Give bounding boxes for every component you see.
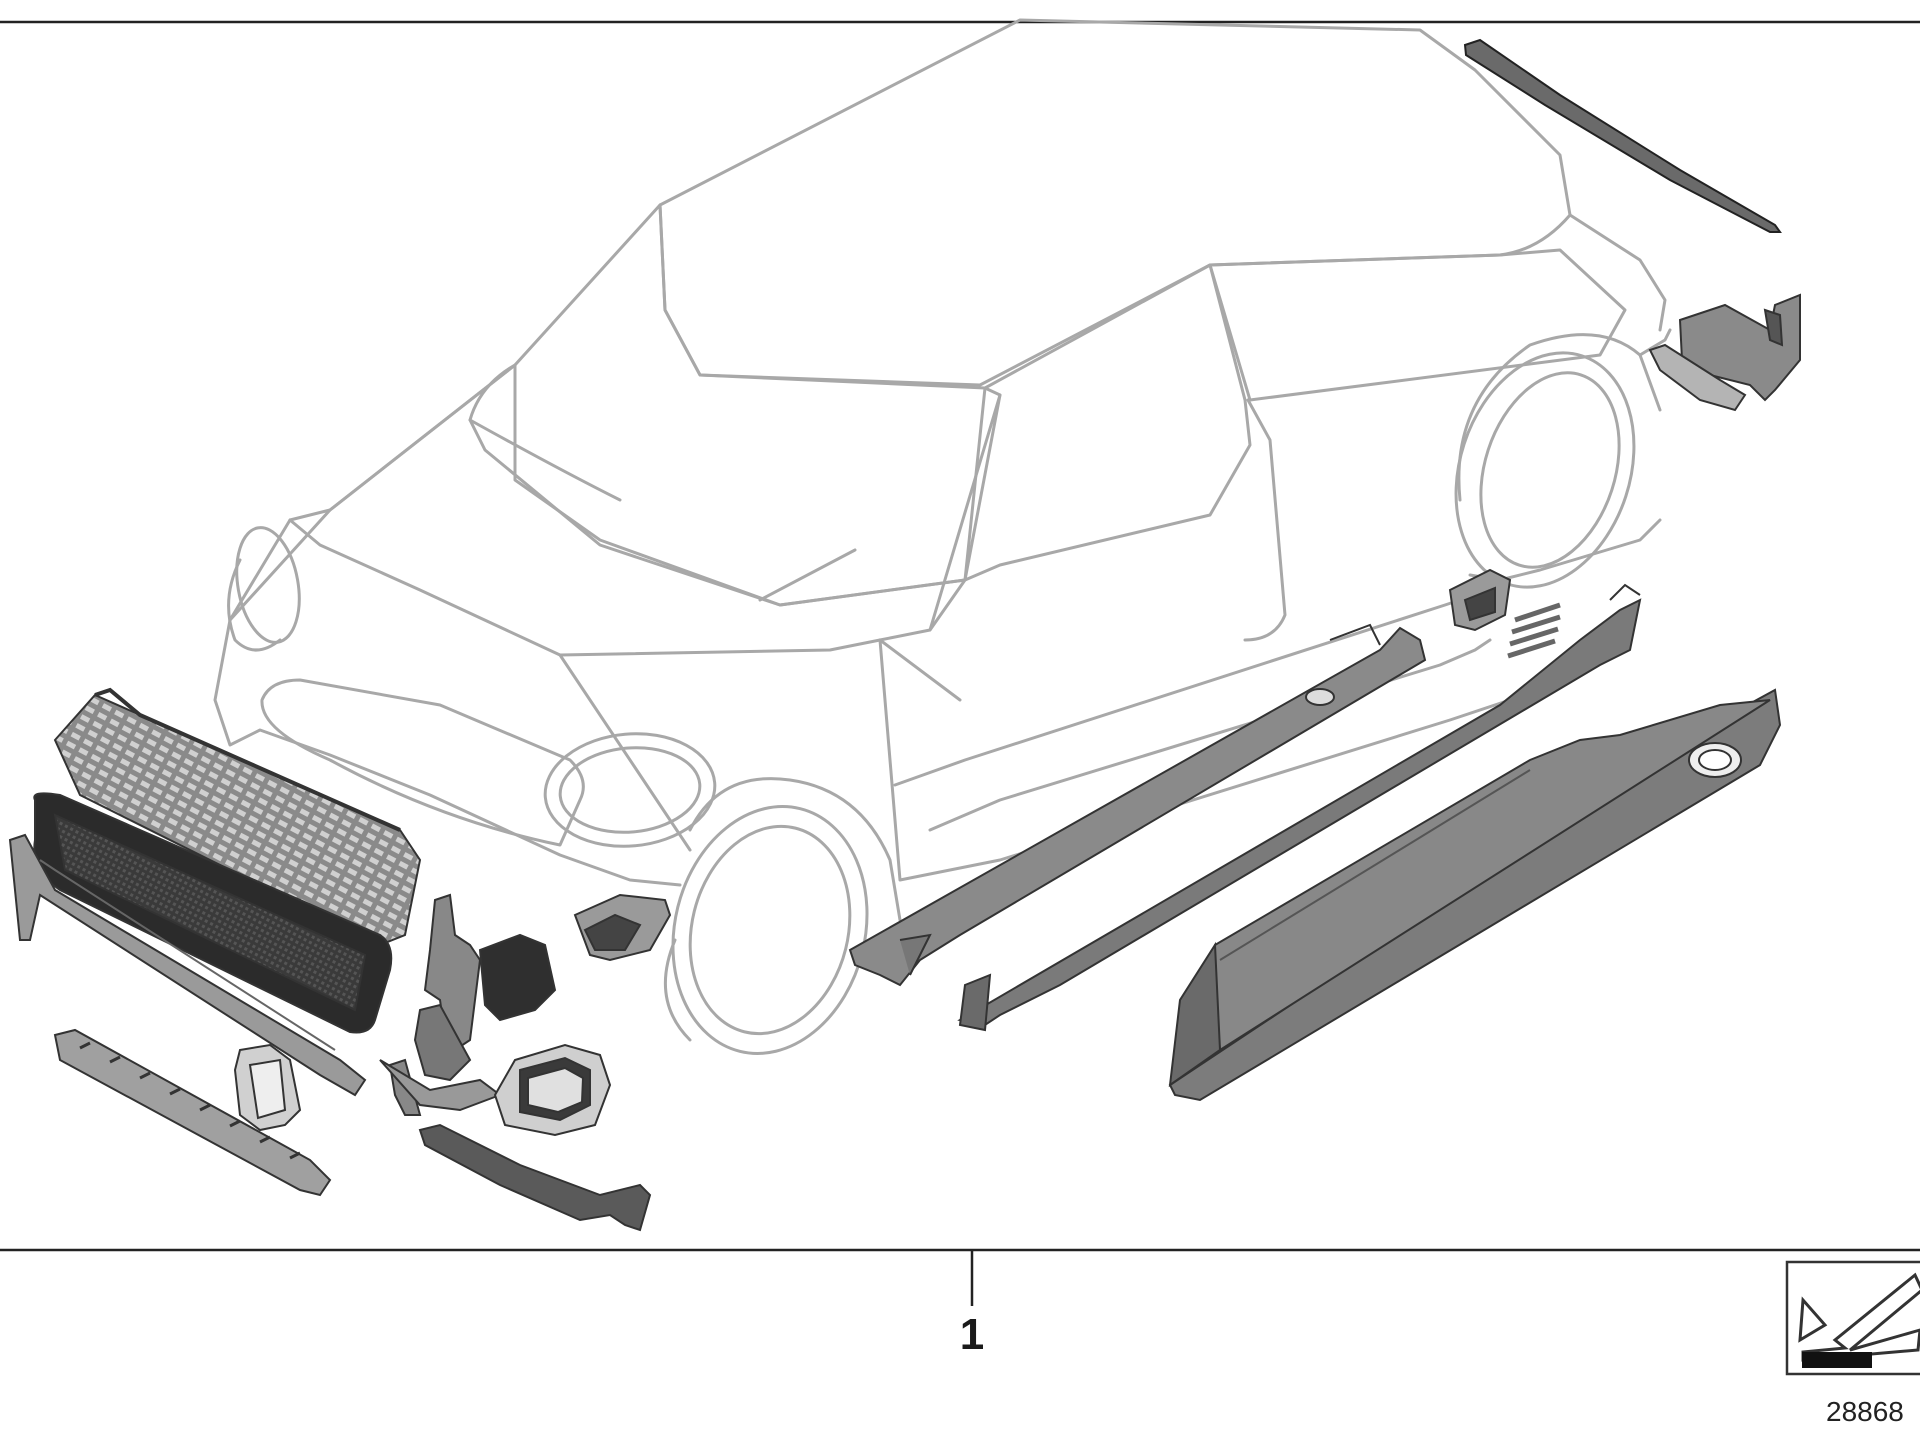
document-number: 28868 — [1826, 1396, 1904, 1427]
front-lip-strip — [53, 1028, 332, 1197]
air-duct — [478, 893, 672, 1022]
upper-front-grille — [53, 687, 422, 947]
side-skirt-inner — [957, 583, 1642, 1032]
rear-bumper-corner — [1648, 293, 1801, 412]
callout-label-1: 1 — [959, 1310, 985, 1359]
lower-support-bracket — [418, 1123, 652, 1232]
fog-lamp-trim-left — [233, 1043, 302, 1132]
diagram-frame — [0, 20, 1920, 1306]
front-bumper-trim-left — [8, 833, 367, 1097]
side-sill-reinforcement — [848, 623, 1427, 987]
side-vent-trim — [1448, 568, 1561, 659]
center-bracket — [379, 893, 503, 1112]
fog-lamp-trim-right — [493, 1043, 612, 1137]
rear-roof-spoiler — [1463, 38, 1782, 233]
side-skirt-outer — [1168, 688, 1782, 1102]
car-outline — [213, 18, 1672, 1055]
orientation-box — [1785, 1260, 1920, 1376]
